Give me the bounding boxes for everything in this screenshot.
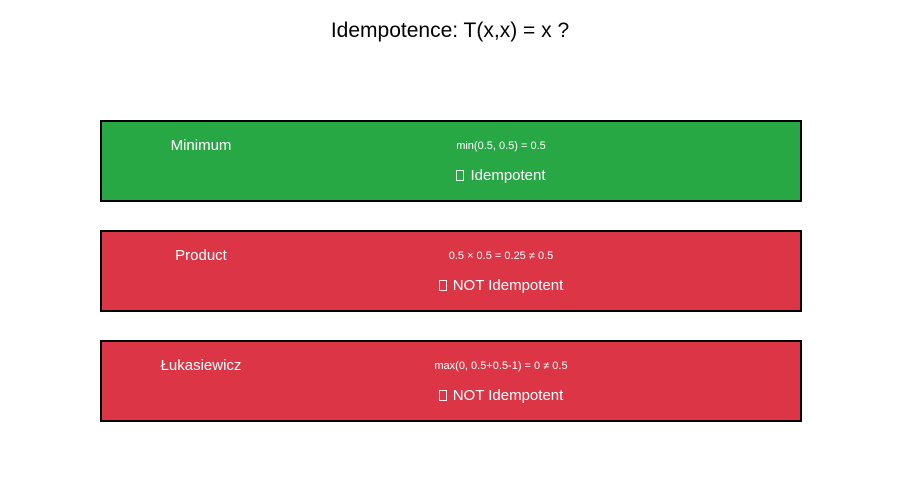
- cross-icon: [438, 280, 447, 291]
- check-icon: [456, 170, 465, 181]
- card-product: Product 0.5 × 0.5 = 0.25 ≠ 0.5 NOT Idemp…: [100, 230, 802, 312]
- tnorm-name: Łukasiewicz: [160, 357, 242, 374]
- diagram-title: Idempotence: T(x,x) = x ?: [330, 19, 570, 42]
- tnorm-name: Product: [175, 247, 227, 264]
- verdict: NOT Idempotent: [102, 277, 900, 295]
- verdict-label: Idempotent: [470, 167, 546, 184]
- tnorm-formula: max(0, 0.5+0.5-1) = 0 ≠ 0.5: [434, 360, 568, 372]
- verdict: Idempotent: [102, 167, 900, 185]
- verdict-label: NOT Idempotent: [452, 277, 564, 294]
- verdict: NOT Idempotent: [102, 387, 900, 405]
- tnorm-formula: 0.5 × 0.5 = 0.25 ≠ 0.5: [448, 250, 554, 262]
- cross-icon: [438, 390, 447, 401]
- tnorm-formula: min(0.5, 0.5) = 0.5: [456, 140, 546, 152]
- card-minimum: Minimum min(0.5, 0.5) = 0.5 Idempotent: [100, 120, 802, 202]
- card-lukasiewicz: Łukasiewicz max(0, 0.5+0.5-1) = 0 ≠ 0.5 …: [100, 340, 802, 422]
- verdict-label: NOT Idempotent: [452, 387, 564, 404]
- tnorm-name: Minimum: [170, 137, 232, 154]
